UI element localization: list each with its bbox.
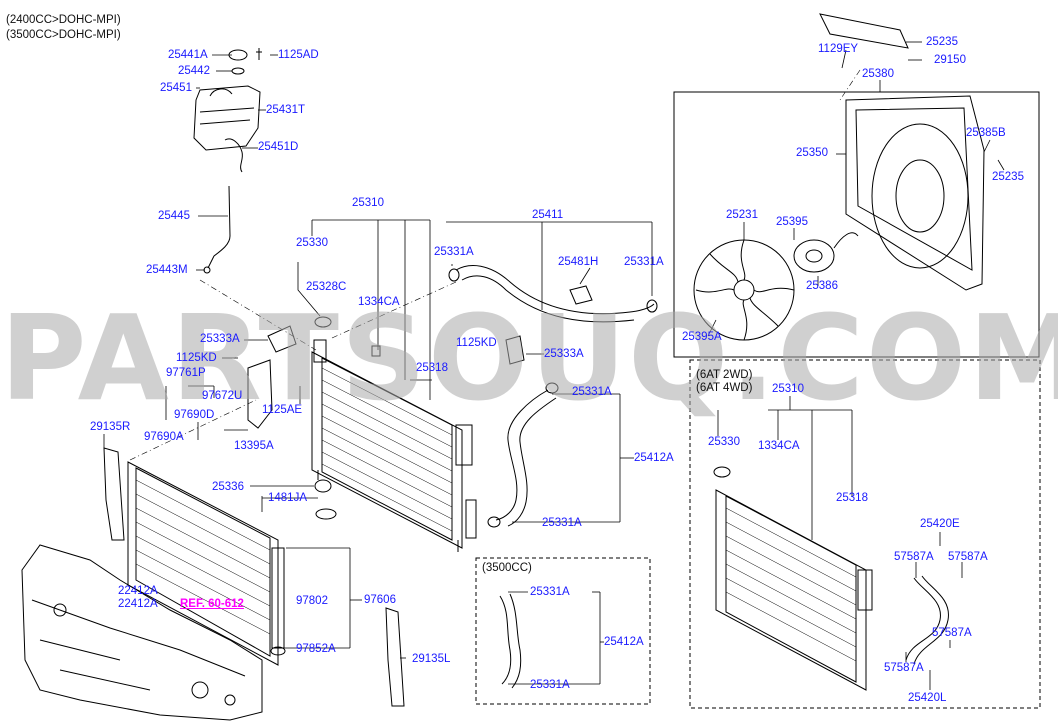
part-label-25385B[interactable]: 25385B (966, 127, 1006, 139)
reservoir-tank-drawing (194, 48, 262, 273)
leader-lines (104, 42, 1004, 690)
part-label-25235-top[interactable]: 25235 (926, 36, 958, 48)
part-label-1334CA[interactable]: 1334CA (358, 296, 400, 308)
box-6at-header-2wd: (6AT 2WD) (696, 369, 753, 381)
part-label-25318-6at[interactable]: 25318 (836, 492, 868, 504)
part-label-25310-6at[interactable]: 25310 (772, 383, 804, 395)
part-label-1334CA-6at[interactable]: 1334CA (758, 440, 800, 452)
box-6at-header-4wd: (6AT 4WD) (696, 382, 753, 394)
condenser-drawing (128, 462, 285, 665)
part-label-29135R[interactable]: 29135R (90, 421, 131, 433)
part-label-97690D[interactable]: 97690D (174, 409, 215, 421)
part-label-97802[interactable]: 97802 (296, 595, 328, 607)
lower-hose-drawing (488, 383, 558, 527)
part-label-25331A-3500-top[interactable]: 25331A (530, 586, 570, 598)
fan-blade-drawing (694, 240, 794, 340)
part-label-25331A-3500-bottom[interactable]: 25331A (530, 679, 570, 691)
part-label-25420E[interactable]: 25420E (920, 518, 960, 530)
part-label-1129EY[interactable]: 1129EY (818, 43, 859, 55)
part-label-1125AE[interactable]: 1125AE (262, 404, 303, 416)
part-label-29135L[interactable]: 29135L (412, 653, 451, 665)
part-label-57587A-3[interactable]: 57587A (932, 627, 972, 639)
part-label-25395A[interactable]: 25395A (682, 331, 722, 343)
reference-link[interactable]: REF. 60-612 (180, 598, 244, 610)
part-label-25333A-right[interactable]: 25333A (544, 348, 584, 360)
part-label-1125KD-right[interactable]: 1125KD (456, 337, 497, 349)
part-label-1481JA[interactable]: 1481JA (268, 492, 308, 504)
part-label-25481H[interactable]: 25481H (558, 256, 599, 268)
part-label-97852A[interactable]: 97852A (296, 643, 336, 655)
engine-header-3500: (3500CC>DOHC-MPI) (6, 29, 121, 41)
radiator-6at-box (690, 360, 1040, 708)
part-label-25412A-3500[interactable]: 25412A (604, 636, 644, 648)
part-label-97672U[interactable]: 97672U (202, 390, 243, 402)
fan-motor-drawing (794, 233, 858, 272)
part-label-25431T[interactable]: 25431T (266, 104, 306, 116)
part-label-25411[interactable]: 25411 (532, 209, 564, 221)
part-label-25331A-mid-top[interactable]: 25331A (572, 386, 612, 398)
front-carrier-drawing (22, 545, 262, 720)
part-label-22412A-lower[interactable]: 22412A (118, 598, 158, 610)
part-label-25333A-left[interactable]: 25333A (200, 333, 240, 345)
part-label-25336[interactable]: 25336 (212, 481, 244, 493)
part-label-1125AD[interactable]: 1125AD (278, 49, 319, 61)
hose-3500cc-drawing (500, 594, 521, 688)
part-label-25380[interactable]: 25380 (862, 68, 894, 80)
part-label-25412A[interactable]: 25412A (634, 452, 674, 464)
box-3500cc-header: (3500CC) (482, 562, 532, 574)
part-label-25350[interactable]: 25350 (796, 147, 828, 159)
engine-header-2400: (2400CC>DOHC-MPI) (6, 14, 121, 26)
part-label-25328C[interactable]: 25328C (306, 281, 347, 293)
part-label-97690A[interactable]: 97690A (144, 431, 184, 443)
part-label-97761P[interactable]: 97761P (166, 367, 206, 379)
part-label-25331A-top-right[interactable]: 25331A (624, 256, 664, 268)
part-label-57587A-1[interactable]: 57587A (894, 551, 934, 563)
part-label-25235-right[interactable]: 25235 (992, 171, 1024, 183)
part-label-25451D[interactable]: 25451D (258, 141, 299, 153)
part-label-25331A-mid-bottom[interactable]: 25331A (542, 517, 582, 529)
part-label-25310[interactable]: 25310 (352, 197, 384, 209)
part-label-25331A-top-left[interactable]: 25331A (434, 246, 474, 258)
part-label-25420L[interactable]: 25420L (908, 692, 947, 704)
part-label-97606[interactable]: 97606 (364, 594, 396, 606)
guide-lines (130, 70, 860, 460)
part-label-13395A[interactable]: 13395A (234, 440, 274, 452)
upper-hose-drawing (449, 266, 657, 322)
part-label-29150[interactable]: 29150 (934, 54, 966, 66)
part-label-25318[interactable]: 25318 (416, 362, 448, 374)
part-label-25445[interactable]: 25445 (158, 210, 190, 222)
part-label-57587A-4[interactable]: 57587A (884, 662, 924, 674)
part-label-25330[interactable]: 25330 (296, 237, 328, 249)
part-label-25386[interactable]: 25386 (806, 280, 838, 292)
radiator-drawing (312, 340, 476, 552)
part-label-1125KD-left[interactable]: 1125KD (176, 352, 217, 364)
part-label-25395[interactable]: 25395 (776, 216, 808, 228)
part-label-25451[interactable]: 25451 (160, 82, 192, 94)
radiator-6at-drawing (714, 467, 948, 690)
hose-3500cc-box (476, 558, 650, 704)
bracket-drawing (248, 317, 524, 519)
fan-shroud-drawing (820, 14, 984, 290)
part-label-25441A[interactable]: 25441A (168, 49, 208, 61)
part-label-57587A-2[interactable]: 57587A (948, 551, 988, 563)
fan-assembly-box (674, 92, 1039, 357)
part-label-22412A-upper[interactable]: 22412A (118, 585, 158, 597)
part-label-25231[interactable]: 25231 (726, 209, 758, 221)
air-guard-drawing (104, 448, 404, 706)
part-label-25442[interactable]: 25442 (178, 65, 210, 77)
part-label-25330-6at[interactable]: 25330 (708, 436, 740, 448)
part-label-25443M[interactable]: 25443M (146, 264, 188, 276)
